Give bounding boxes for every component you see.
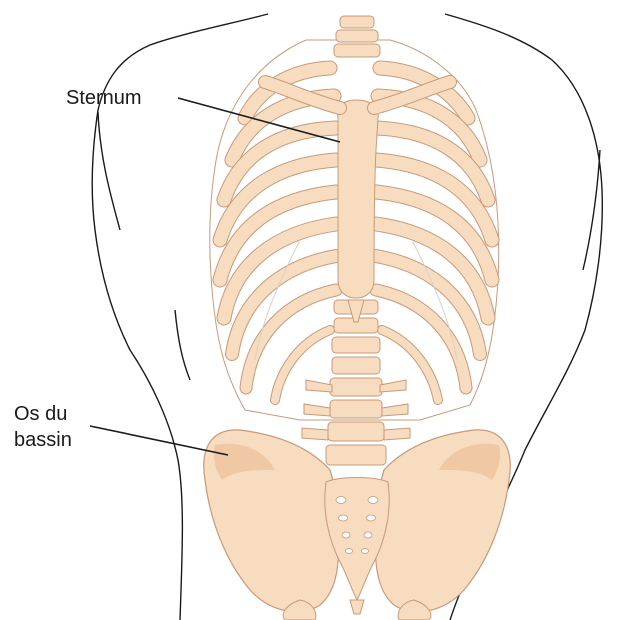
- left-waist-line: [175, 310, 190, 380]
- left-armpit-line: [98, 112, 120, 230]
- transverse-process-right: [384, 428, 410, 440]
- vertebra: [330, 378, 382, 396]
- pelvis-label-line1: Os du: [14, 403, 67, 425]
- vertebra: [336, 30, 378, 42]
- transverse-process-left: [302, 428, 328, 440]
- vertebra: [340, 16, 374, 28]
- sternum-bone: [338, 100, 378, 298]
- sternum-label: Sternum: [66, 87, 142, 109]
- vertebra: [332, 357, 380, 374]
- vertebra: [330, 400, 382, 418]
- vertebra: [326, 445, 386, 465]
- coccyx: [350, 600, 364, 614]
- vertebra: [334, 44, 380, 57]
- pelvis-leader-line: [90, 426, 228, 455]
- vertebra: [328, 422, 384, 441]
- right-armpit-line: [583, 150, 600, 270]
- pelvis-label-line2: bassin: [14, 429, 72, 451]
- vertebra: [332, 337, 380, 353]
